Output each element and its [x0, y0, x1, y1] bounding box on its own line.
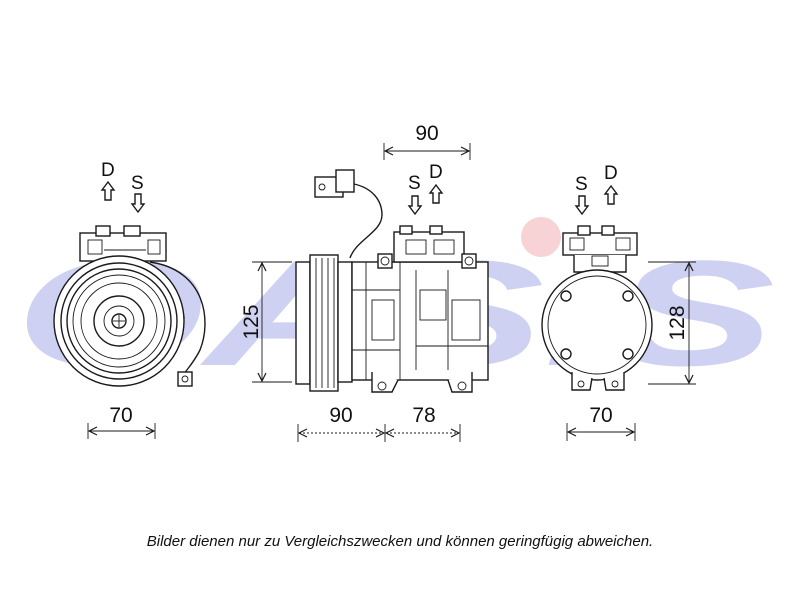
- left-connector: [177, 371, 193, 387]
- left-pulley: [53, 255, 185, 387]
- middle-port-d-label: D: [429, 162, 443, 183]
- right-port-s-label: S: [575, 174, 588, 195]
- left-width-dimension: 70: [87, 404, 156, 439]
- middle-top-value: 90: [415, 122, 438, 145]
- middle-body: [351, 225, 489, 393]
- left-wire: [149, 261, 206, 375]
- right-head-block: [562, 225, 638, 273]
- middle-connector: [314, 169, 383, 259]
- middle-top-dimension: 90: [383, 122, 471, 160]
- middle-port-s-arrow: [407, 195, 423, 216]
- watermark-dot: [521, 217, 561, 257]
- middle-bottom-dimensions: 90 78: [297, 404, 461, 442]
- right-view: S D 128 70: [541, 163, 696, 441]
- right-port-s-arrow: [574, 195, 590, 216]
- middle-bottom-right-value: 78: [412, 404, 435, 427]
- left-port-s-arrow: [130, 193, 146, 214]
- left-port-d-arrow: [100, 180, 116, 201]
- left-port-d-label: D: [101, 160, 115, 181]
- left-width-value: 70: [109, 404, 132, 427]
- right-height-value: 128: [666, 305, 689, 340]
- middle-height-dimension: 125: [240, 261, 292, 383]
- middle-height-value: 125: [240, 304, 263, 339]
- middle-view: 90: [240, 122, 489, 442]
- left-view: D S 70: [53, 160, 206, 439]
- middle-bottom-left-value: 90: [329, 404, 352, 427]
- right-width-dimension: 70: [566, 404, 636, 441]
- left-port-s-label: S: [131, 173, 144, 194]
- right-width-value: 70: [589, 404, 612, 427]
- middle-port-s-label: S: [408, 173, 421, 194]
- middle-port-d-arrow: [428, 183, 444, 204]
- right-port-d-label: D: [604, 163, 618, 184]
- right-port-d-arrow: [603, 184, 619, 205]
- middle-pulley: [295, 254, 353, 392]
- right-body: [541, 269, 653, 391]
- right-height-dimension: 128: [648, 261, 696, 385]
- disclaimer-caption: Bilder dienen nur zu Vergleichszwecken u…: [146, 533, 654, 550]
